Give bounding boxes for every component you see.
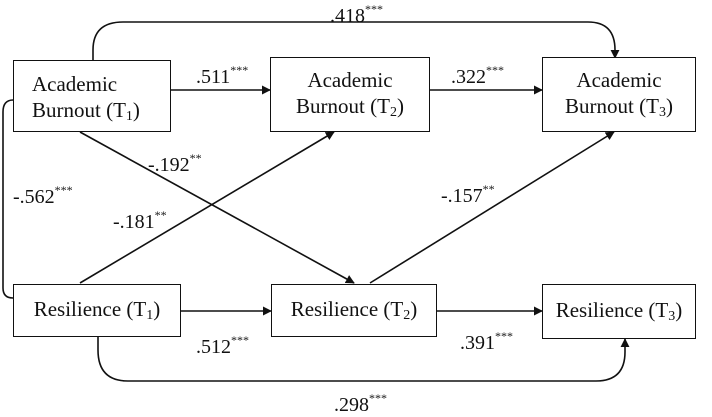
node-ab-t1-close: ): [132, 98, 140, 123]
path-res1-res3: [97, 337, 630, 382]
node-res-t1-close: ): [153, 297, 161, 322]
path-res1-ab2: [79, 131, 335, 284]
path-ab1-res2: [79, 131, 355, 284]
node-ab-t1-line2: Burnout (T: [32, 98, 126, 123]
path-ab1-ab3: [92, 21, 620, 60]
coef-res1-res2-value: .512: [196, 336, 231, 358]
node-ab-t1-line1: Academic: [32, 72, 118, 96]
coef-ab1-ab2-value: .511: [196, 66, 231, 88]
node-res-t2-close: ): [410, 297, 418, 322]
node-academic-burnout-t3: Academic Burnout (T3): [542, 57, 696, 132]
coef-ab2-ab3-sig: ***: [486, 63, 504, 77]
coef-ab1-ab3: .418***: [330, 2, 383, 28]
node-resilience-t3: Resilience (T3): [542, 284, 696, 339]
coef-res1-res3-sig: ***: [369, 391, 387, 405]
node-resilience-t2: Resilience (T2): [271, 284, 437, 337]
node-ab-t2-line2: Burnout (T: [296, 94, 390, 119]
coef-res2-ab3-sig: **: [482, 182, 495, 196]
coef-ab1-res1-value: -.562: [13, 186, 55, 208]
coef-ab1-res2-sig: **: [189, 151, 202, 165]
node-ab-t2-subscript: 2: [389, 105, 397, 121]
node-academic-burnout-t1: Academic Burnout (T1): [13, 60, 171, 132]
node-res-t3-text: Resilience (T: [555, 298, 669, 323]
coef-res1-ab2-value: -.181: [113, 211, 155, 233]
coef-res2-res3: .391***: [460, 329, 513, 355]
coef-ab1-res1-covariance: -.562***: [13, 183, 73, 209]
coef-res1-res2: .512***: [196, 333, 249, 359]
node-ab-t1-subscript: 1: [125, 109, 133, 125]
node-res-t2-subscript: 2: [403, 308, 411, 324]
coef-res1-ab2-sig: **: [154, 208, 167, 222]
coef-res1-res3-value: .298: [334, 394, 369, 416]
coef-ab2-ab3: .322***: [451, 63, 504, 89]
node-res-t1-text: Resilience (T: [33, 297, 147, 322]
node-ab-t3-close: ): [665, 94, 673, 119]
node-ab-t3-line2: Burnout (T: [565, 94, 659, 119]
node-res-t3-subscript: 3: [668, 309, 676, 325]
node-res-t2-text: Resilience (T: [290, 297, 404, 322]
coef-res2-res3-sig: ***: [495, 329, 513, 343]
node-ab-t3-subscript: 3: [658, 105, 666, 121]
node-ab-t2-line1: Academic: [307, 68, 393, 93]
node-ab-t3-line1: Academic: [576, 68, 662, 93]
coef-res2-ab3-value: -.157: [441, 185, 483, 207]
coef-ab1-ab2: .511***: [196, 63, 248, 89]
coef-res2-ab3: -.157**: [441, 182, 495, 208]
coef-ab1-res1-sig: ***: [54, 183, 73, 197]
coef-ab1-res2: -.192**: [148, 151, 202, 177]
coef-ab1-ab2-sig: ***: [230, 63, 249, 77]
coef-res2-res3-value: .391: [460, 332, 495, 354]
node-res-t3-close: ): [675, 298, 683, 323]
node-academic-burnout-t2: Academic Burnout (T2): [270, 57, 430, 132]
coef-ab1-ab3-sig: ***: [365, 2, 383, 16]
node-ab-t2-close: ): [396, 94, 404, 119]
coef-ab1-res2-value: -.192: [148, 154, 190, 176]
coef-res1-res2-sig: ***: [231, 333, 249, 347]
node-res-t1-subscript: 1: [146, 308, 154, 324]
coef-res1-ab2: -.181**: [113, 208, 167, 234]
coef-res1-res3: .298***: [334, 391, 387, 417]
coef-ab1-ab3-value: .418: [330, 5, 365, 27]
path-ab1-res1-covariance: [2, 99, 14, 299]
path-res2-ab3: [369, 131, 615, 284]
node-resilience-t1: Resilience (T1): [13, 284, 181, 337]
coef-ab2-ab3-value: .322: [451, 66, 486, 88]
